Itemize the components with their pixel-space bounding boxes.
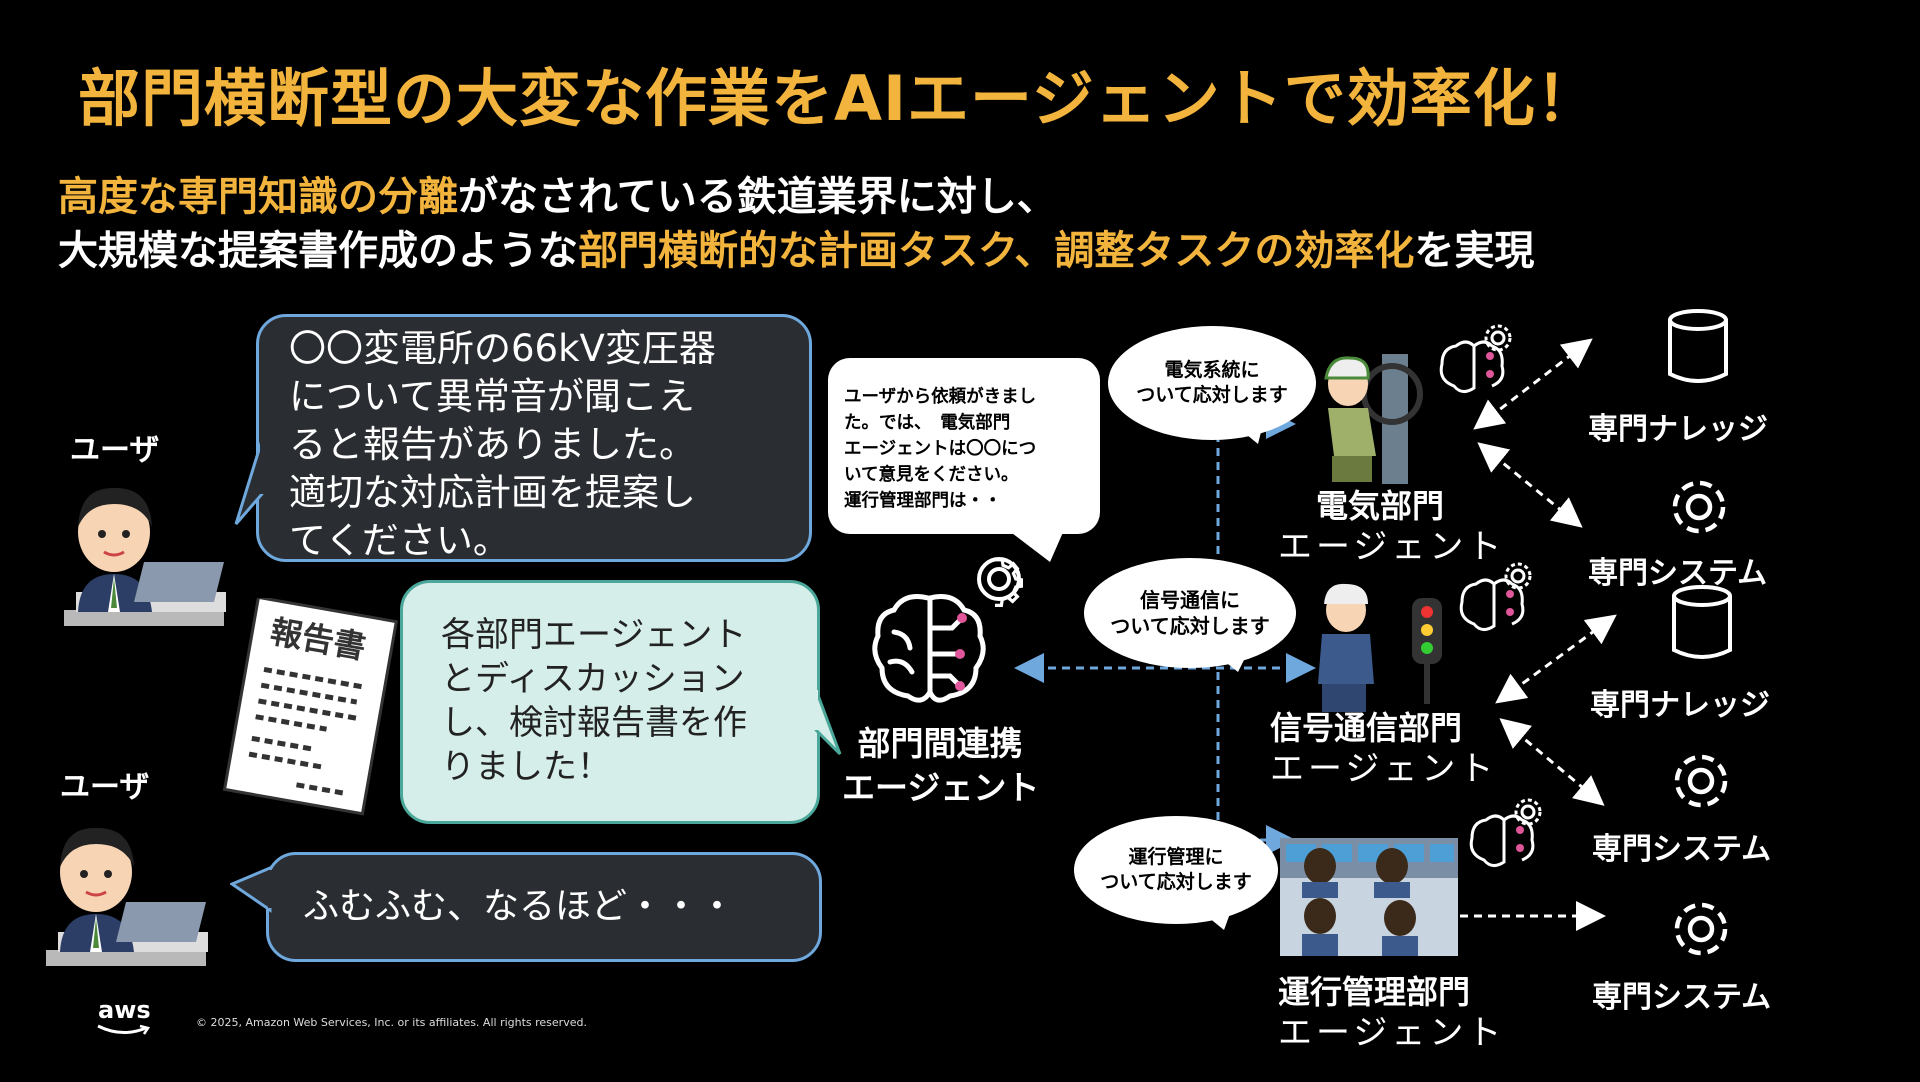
speech-line: 信号通信に <box>1140 588 1240 612</box>
operations-control-room-icon <box>1280 838 1458 956</box>
subtitle-text-2a: 大規模な提案書作成のような <box>58 228 578 274</box>
operations-agent-brain-icon <box>1469 798 1542 867</box>
speech-tail <box>1008 530 1064 562</box>
gear-icon <box>1672 480 1726 534</box>
subtitle-highlight-1: 高度な専門知識の分離 <box>58 174 458 220</box>
dept-name: 運行管理部門 <box>1278 973 1471 1011</box>
subtitle-text-1: がなされている鉄道業界に対し、 <box>458 174 1057 220</box>
coordinator-speech-line: 運行管理部門は・・ <box>844 491 1002 511</box>
speech-tail <box>1208 648 1248 672</box>
subtitle-line-2: 大規模な提案書作成のような部門横断的な計画タスク、調整タスクの効率化を実現 <box>58 218 1534 276</box>
gear-icon <box>1674 754 1728 808</box>
coordinator-speech-line: いて意見をください。 <box>844 465 1019 485</box>
speech-line: ついて応対します <box>1136 384 1288 406</box>
aws-logo: aws <box>98 996 151 1024</box>
gear-icon <box>977 557 1024 608</box>
user-label-2: ユーザ <box>60 770 150 805</box>
user-at-laptop-icon <box>46 827 208 966</box>
copyright-text: © 2025, Amazon Web Services, Inc. or its… <box>196 1016 587 1029</box>
system-label-3: 専門システム <box>1592 980 1772 1015</box>
aws-smile-icon <box>97 1024 151 1035</box>
knowledge-label-2: 専門ナレッジ <box>1590 688 1770 723</box>
electrician-worker-icon <box>1324 354 1423 484</box>
dept-suffix: エージェント <box>1278 527 1506 567</box>
signal-agent-brain-icon <box>1459 562 1532 631</box>
reply-bubble-tail <box>814 690 842 756</box>
dept-suffix: エージェント <box>1278 1013 1506 1053</box>
signal-agent-name: 信号通信部門 エージェント <box>1270 708 1497 791</box>
user-at-laptop-icon <box>64 487 226 626</box>
speech-line: ついて応対します <box>1100 871 1252 893</box>
speech-line: ついて応対します <box>1110 614 1270 638</box>
operations-agent-name: 運行管理部門 エージェント <box>1278 972 1505 1055</box>
operations-speech: 運行管理について応対します <box>1074 816 1278 924</box>
agent-reply-bubble: 各部門エージェント とディスカッション し、検討報告書を作 りました！ <box>400 580 820 824</box>
electric-speech: 電気系統について応対します <box>1108 326 1316 440</box>
user-ack-bubble: ふむふむ、なるほど・・・ <box>266 852 822 962</box>
agent-reply-line: とディスカッション <box>441 659 745 699</box>
subtitle-highlight-2: 部門横断的な計画タスク、調整タスクの効率化 <box>578 228 1415 274</box>
signal-worker-icon <box>1318 583 1442 712</box>
electric-agent-name: 電気部門 エージェント <box>1278 486 1505 569</box>
subtitle-line-1: 高度な専門知識の分離がなされている鉄道業界に対し、 <box>58 164 1057 222</box>
user-label-1: ユーザ <box>70 433 160 468</box>
coordinator-speech-line: た。では、 電気部門 <box>844 413 1011 433</box>
slide-title: 部門横断型の大変な作業をAIエージェントで効率化！ <box>78 62 1599 135</box>
coordinator-name-line: 部門間連携 <box>857 724 1023 763</box>
coordinator-name-line: エージェント <box>842 768 1040 807</box>
speech-tail <box>1224 416 1264 444</box>
user-request-line: てください。 <box>289 519 510 562</box>
dept-name: 電気部門 <box>1316 487 1445 525</box>
user-request-line: について異常音が聞こえ <box>289 375 695 418</box>
system-label-2: 専門システム <box>1592 832 1772 867</box>
database-icon <box>1668 309 1728 383</box>
signal-speech: 信号通信について応対します <box>1084 558 1296 668</box>
user-request-line: 〇〇変電所の66kV変圧器 <box>289 327 716 370</box>
coordinator-brain-icon <box>872 594 986 703</box>
dept-name: 信号通信部門 <box>1270 709 1463 747</box>
coordinator-agent-name: 部門間連携 エージェント <box>842 722 1040 810</box>
user-request-line: ると報告がありました。 <box>289 423 696 466</box>
bubble-tail <box>234 440 264 525</box>
bubble-tail <box>230 866 272 913</box>
database-icon <box>1672 585 1732 659</box>
agent-reply-line: りました！ <box>441 747 611 787</box>
coordinator-speech-line: エージェントは〇〇につ <box>844 439 1037 459</box>
dept-suffix: エージェント <box>1270 749 1498 789</box>
agent-reply-line: し、検討報告書を作 <box>441 703 747 743</box>
system-label-1: 専門システム <box>1588 556 1768 591</box>
report-document-icon: 報告書 <box>222 598 399 816</box>
subtitle-text-2b: を実現 <box>1414 228 1535 274</box>
agent-reply-line: 各部門エージェント <box>441 615 747 655</box>
speech-line: 運行管理に <box>1128 846 1224 869</box>
user-request-bubble: 〇〇変電所の66kV変圧器 について異常音が聞こえ ると報告がありました。 適切… <box>256 314 812 562</box>
gear-icon <box>1674 902 1728 956</box>
coordinator-speech-line: ユーザから依頼がきまし <box>844 387 1037 407</box>
coordinator-speech: ユーザから依頼がきまし た。では、 電気部門 エージェントは〇〇につ いて意見を… <box>828 358 1100 534</box>
speech-tail <box>1192 904 1232 930</box>
speech-line: 電気系統に <box>1164 359 1260 382</box>
electric-agent-brain-icon <box>1439 324 1512 393</box>
knowledge-label-1: 専門ナレッジ <box>1588 412 1768 447</box>
user-request-line: 適切な対応計画を提案し <box>289 471 696 514</box>
